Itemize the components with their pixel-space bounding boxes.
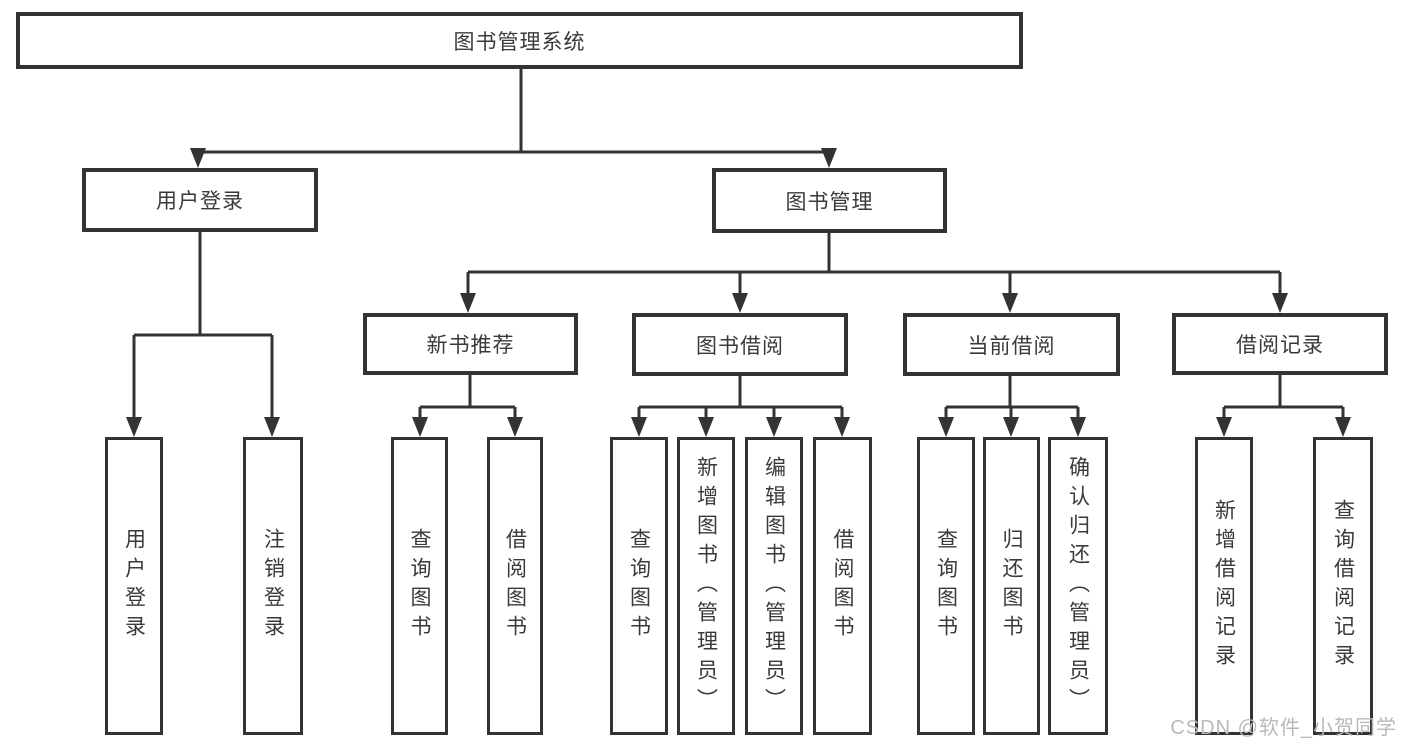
node-query-books-recommend: 查询图书 [391,437,448,735]
node-borrowing-records: 借阅记录 [1172,313,1388,375]
node-label: 当前借阅 [967,334,1056,358]
node-query-books-borrowing: 查询图书 [610,437,668,735]
node-label: 用户登录 [156,190,244,213]
node-label: 编辑图书（管理员） [762,455,786,717]
node-label: 用户登录 [122,528,146,644]
node-label: 查询借阅记录 [1331,499,1355,673]
node-logout: 注销登录 [243,437,303,735]
node-borrow-books-borrowing: 借阅图书 [813,437,872,735]
node-label: 借阅图书 [503,528,527,644]
node-label: 确认归还（管理员） [1066,455,1090,717]
node-current-borrowing: 当前借阅 [903,313,1120,376]
node-confirm-return-admin: 确认归还（管理员） [1048,437,1108,735]
node-label: 借阅图书 [831,528,854,644]
node-label: 归还图书 [1000,528,1023,644]
node-label: 查询图书 [408,528,431,644]
node-label: 图书管理系统 [453,30,586,54]
node-borrow-books-recommend: 借阅图书 [487,437,543,735]
node-query-books-current: 查询图书 [917,437,975,735]
node-library-management-system: 图书管理系统 [16,12,1023,69]
node-label: 查询图书 [934,528,958,644]
node-label: 新书推荐 [426,334,515,357]
node-add-borrow-record: 新增借阅记录 [1195,437,1253,735]
node-label: 新增图书（管理员） [694,455,718,717]
watermark-text: CSDN @软件_小贺同学 [1170,717,1397,739]
node-book-borrowing: 图书借阅 [632,313,848,376]
node-label: 查询图书 [627,528,651,644]
node-query-borrow-record: 查询借阅记录 [1313,437,1373,735]
node-add-books-admin: 新增图书（管理员） [677,437,735,735]
node-book-management: 图书管理 [712,168,947,233]
node-return-books: 归还图书 [983,437,1040,735]
node-user-login-action: 用户登录 [105,437,163,735]
node-user-login: 用户登录 [82,168,318,232]
node-label: 新增借阅记录 [1212,499,1236,673]
node-label: 借阅记录 [1236,334,1324,357]
node-label: 图书管理 [785,190,874,214]
node-new-book-recommendation: 新书推荐 [363,313,578,375]
node-edit-books-admin: 编辑图书（管理员） [745,437,803,735]
node-label: 注销登录 [261,528,285,644]
node-label: 图书借阅 [696,334,784,358]
